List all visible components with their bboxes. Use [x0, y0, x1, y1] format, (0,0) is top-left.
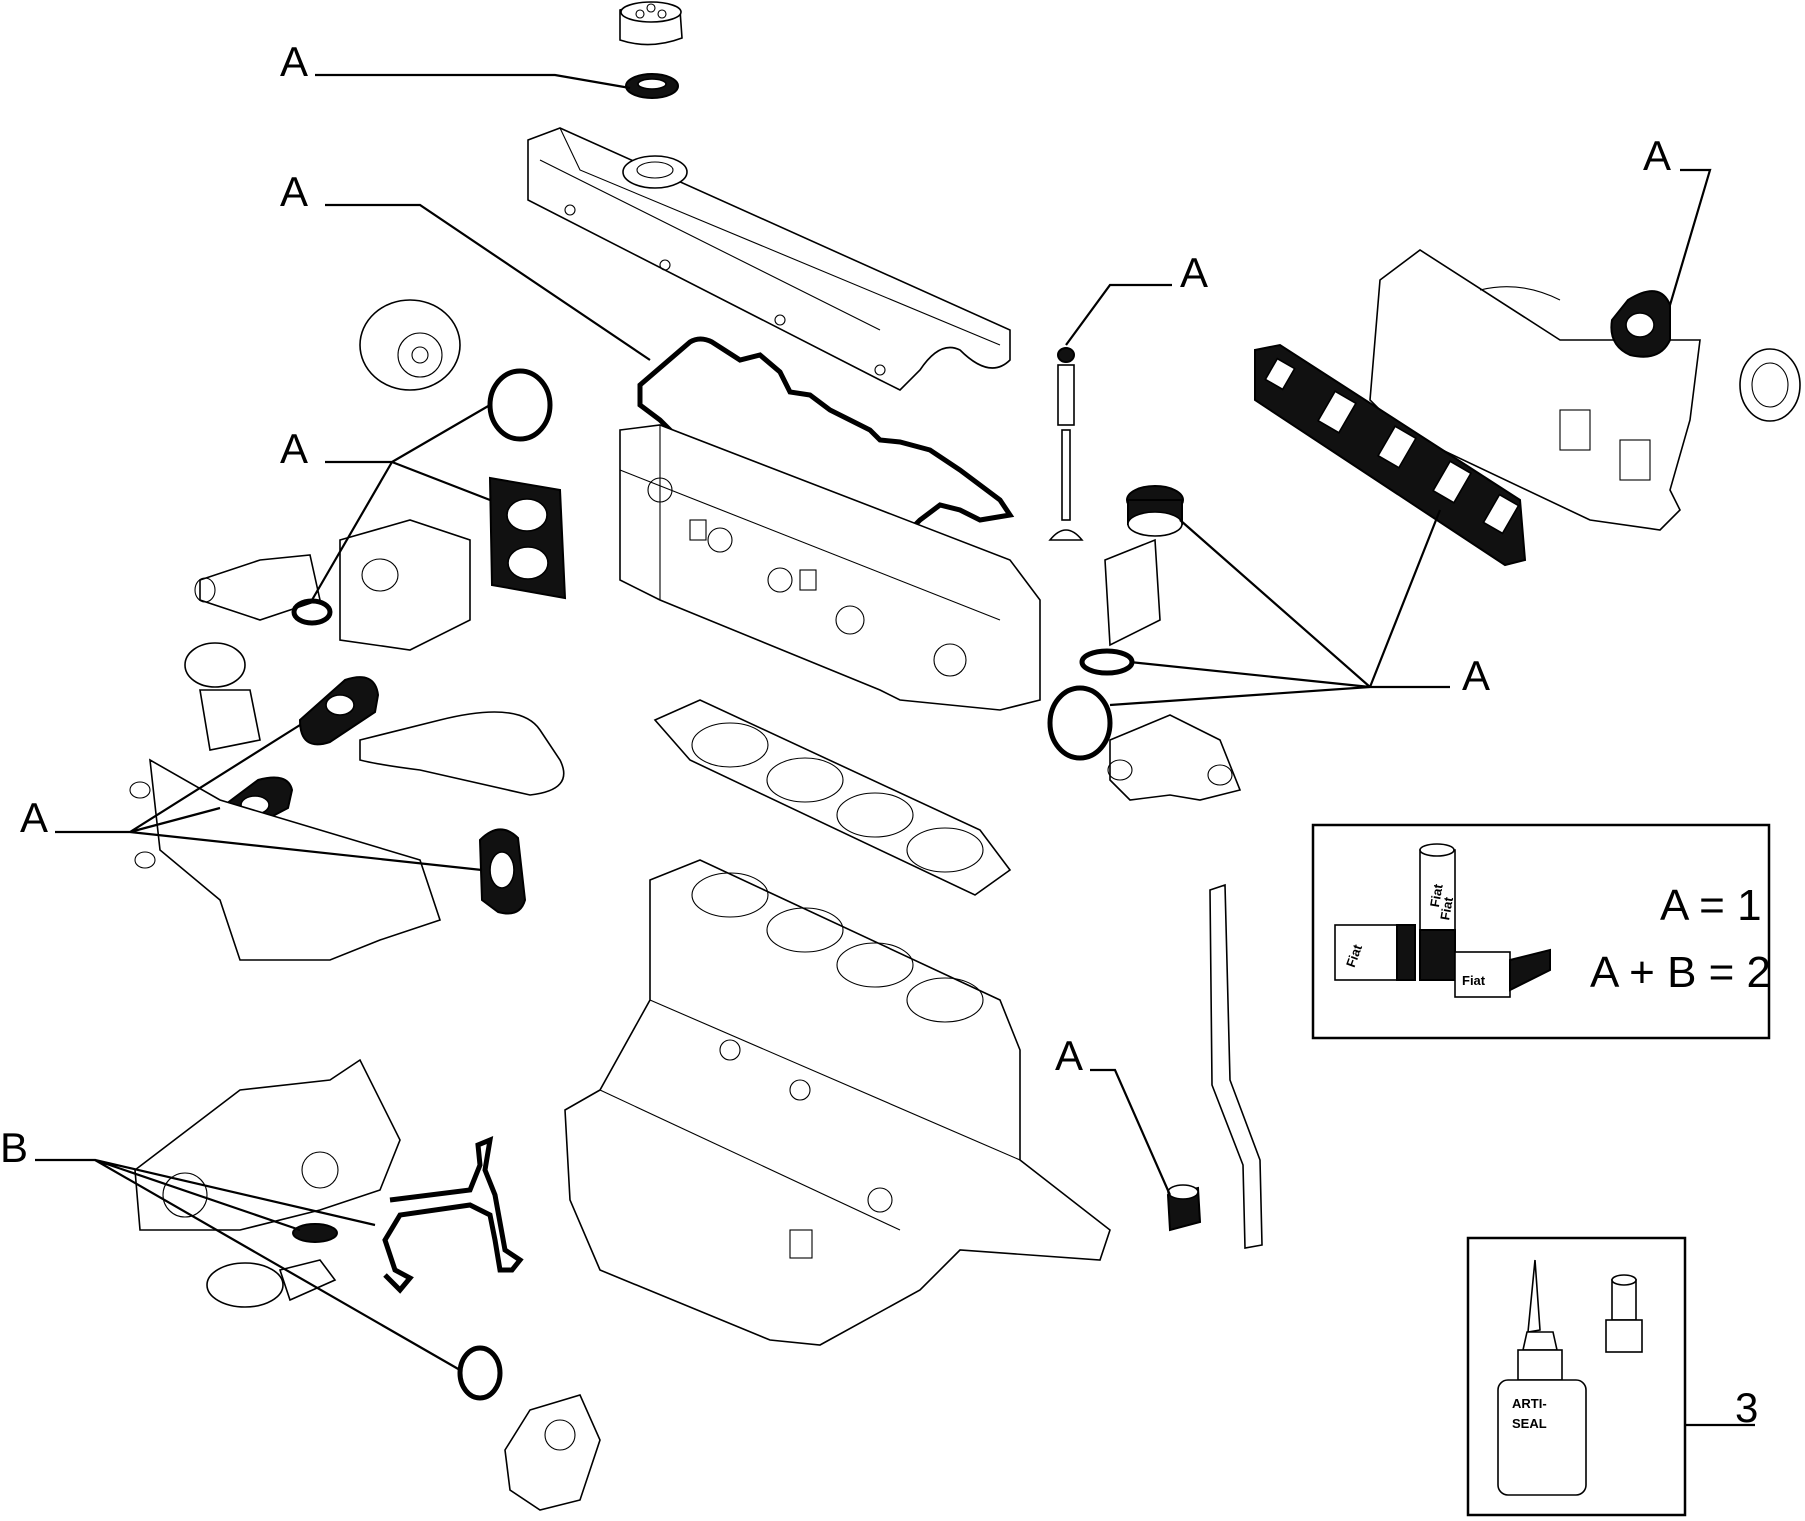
leader-oil-cap-seal: [315, 73, 631, 90]
intake-manifold-gasket: [1254, 343, 1527, 567]
leader-cam-gasket: [325, 203, 651, 361]
callout-cam-cover-gasket: A: [280, 168, 308, 215]
water-pump: [359, 299, 461, 391]
thermostat-o-ring: [291, 598, 333, 626]
leader-manifold-group: [1109, 509, 1450, 707]
callout-valve-stem-seal: A: [1180, 249, 1208, 296]
cylinder-head: [619, 424, 1041, 711]
leader-egr-group: [55, 724, 483, 872]
legend-can-label-2: Fiat: [1437, 895, 1456, 921]
egr-valve: [184, 642, 261, 751]
callout-water-pump-group: A: [280, 425, 308, 472]
exhaust-manifold: [1369, 249, 1801, 531]
callout-oil-cap-seal: A: [280, 38, 308, 85]
oil-filter-housing: [504, 1394, 601, 1511]
legend-line-a-plus-b: A + B = 2: [1590, 948, 1771, 997]
egr-pipe: [359, 711, 565, 796]
sealant-label-2: SEAL: [1512, 1416, 1547, 1431]
oil-strainer: [206, 1259, 337, 1308]
callout-exhaust-flange-gasket: A: [1643, 132, 1671, 179]
callout-egr-group: A: [20, 794, 48, 841]
leader-exhaust-flange: [1668, 168, 1712, 306]
sealant-label-1: ARTI-: [1512, 1396, 1547, 1411]
engine-block: [564, 859, 1111, 1346]
sealant-applicator-tip: [1605, 1274, 1643, 1353]
camshaft-cover: [527, 127, 1011, 391]
sealant-kit-box: ARTI- SEAL: [1466, 1236, 1687, 1517]
leader-oil-pump: [35, 1158, 461, 1371]
callout-oil-pump-group: B: [0, 1124, 28, 1171]
block-plug: [1166, 1184, 1202, 1232]
legend-can-label-1: Fiat: [1427, 882, 1446, 908]
oil-pump-gasket: [382, 1135, 524, 1294]
water-pump-o-ring: [487, 368, 553, 442]
leader-water-pump: [311, 404, 491, 601]
legend-line-a: A = 1: [1660, 881, 1762, 930]
legend-box-label-2: Fiat: [1462, 973, 1486, 988]
thermostat-left: [194, 519, 471, 651]
o-ring-large: [1047, 685, 1113, 761]
sealant-bottle: ARTI- SEAL: [1497, 1259, 1587, 1496]
egr-pipe-flange-gasket: [478, 828, 527, 915]
leader-valve-seal: [1065, 283, 1172, 346]
callout-manifold-group: A: [1462, 652, 1490, 699]
valve-assembly: [1048, 347, 1084, 541]
valve-guide-seal: [1104, 485, 1184, 647]
exhaust-manifold-left: [129, 758, 442, 961]
callout-sealant-kit: 3: [1735, 1384, 1758, 1431]
leader-block-plug: [1090, 1068, 1172, 1196]
oil-pickup-o-ring: [457, 1345, 503, 1401]
thermostat-housing: [1107, 714, 1242, 801]
cylinder-head-gasket: [653, 699, 1012, 896]
legend-fiat-product-icon: Fiat Fiat Fiat Fiat: [1334, 843, 1551, 998]
o-ring-small: [1079, 648, 1135, 676]
dipstick-tube: [1209, 883, 1263, 1249]
legend-box: Fiat Fiat Fiat Fiat A = 1 A + B = 2: [1311, 823, 1771, 1040]
callout-block-plug: A: [1055, 1032, 1083, 1079]
oil-pump-o-ring-small: [292, 1223, 338, 1243]
oil-filler-cap: [619, 1, 683, 46]
water-pump-flange-gasket: [488, 476, 567, 600]
oil-pump: [134, 1058, 401, 1231]
